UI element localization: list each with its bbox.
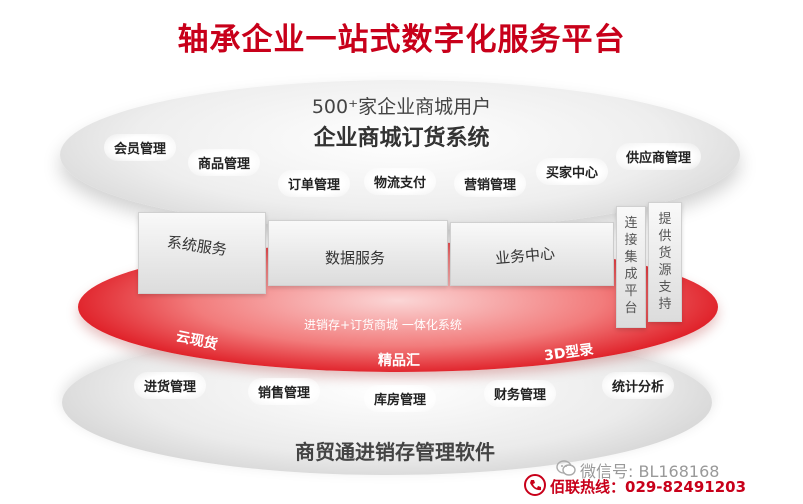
hotline: 佰联热线：029-82491203 bbox=[550, 478, 747, 496]
system-service-panel: 系统服务 bbox=[138, 212, 266, 294]
erp-system-title: 商贸通进销存管理软件 bbox=[295, 440, 495, 464]
module-analytics: 统计分析 bbox=[602, 372, 675, 399]
system-service-label: 系统服务 bbox=[165, 232, 228, 260]
supply-support-label: 提供货源支持 bbox=[658, 212, 672, 312]
connect-platform-panel: 连接集成平台 bbox=[616, 206, 646, 328]
data-service-panel: 数据服务 bbox=[268, 220, 448, 286]
module-supplier: 供应商管理 bbox=[616, 143, 702, 170]
module-member: 会员管理 bbox=[104, 134, 177, 161]
phone-logo-icon bbox=[524, 474, 546, 496]
page-title: 轴承企业一站式数字化服务平台 bbox=[177, 22, 626, 58]
connect-platform-label: 连接集成平台 bbox=[624, 216, 638, 316]
module-marketing: 营销管理 bbox=[454, 170, 527, 197]
module-sales: 销售管理 bbox=[248, 378, 321, 405]
ordering-system-title: 企业商城订货系统 bbox=[313, 126, 490, 151]
module-buyer: 买家中心 bbox=[536, 158, 609, 185]
users-count: 500⁺家企业商城用户 bbox=[311, 96, 492, 118]
data-service-label: 数据服务 bbox=[325, 249, 386, 267]
supply-support-panel: 提供货源支持 bbox=[648, 202, 682, 322]
module-order: 订单管理 bbox=[278, 170, 351, 197]
business-center-panel: 业务中心 bbox=[450, 222, 614, 286]
wechat-icon bbox=[556, 460, 576, 476]
business-center-label: 业务中心 bbox=[494, 244, 556, 268]
module-finance: 财务管理 bbox=[484, 380, 557, 407]
jingpin-label: 精品汇 bbox=[378, 353, 420, 369]
wechat-id: 微信号: BL168168 bbox=[580, 462, 720, 481]
module-purchase: 进货管理 bbox=[134, 372, 207, 399]
module-product: 商品管理 bbox=[188, 149, 261, 176]
integration-label: 进销存+订货商城 一体化系统 bbox=[304, 318, 462, 332]
module-warehouse: 库房管理 bbox=[364, 385, 437, 412]
module-logistics: 物流支付 bbox=[364, 168, 437, 195]
